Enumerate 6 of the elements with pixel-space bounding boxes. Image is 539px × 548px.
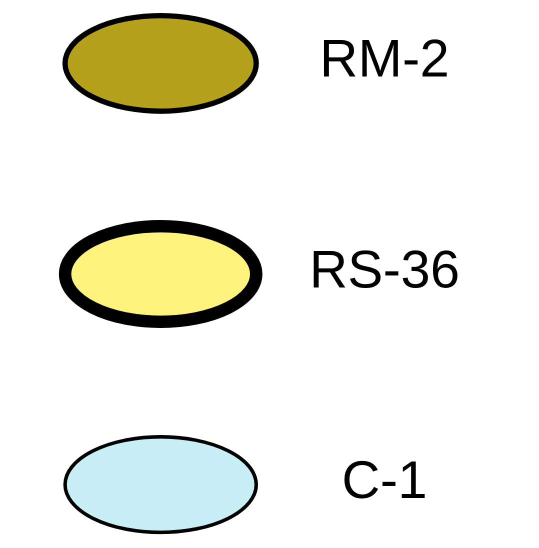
node-ellipse: [62, 12, 259, 114]
node-ellipse: [58, 220, 262, 328]
node-label: C-1: [342, 450, 428, 510]
node-ellipse: [63, 435, 258, 534]
node-label: RM-2: [320, 30, 450, 89]
node-label: RS-36: [309, 240, 460, 300]
